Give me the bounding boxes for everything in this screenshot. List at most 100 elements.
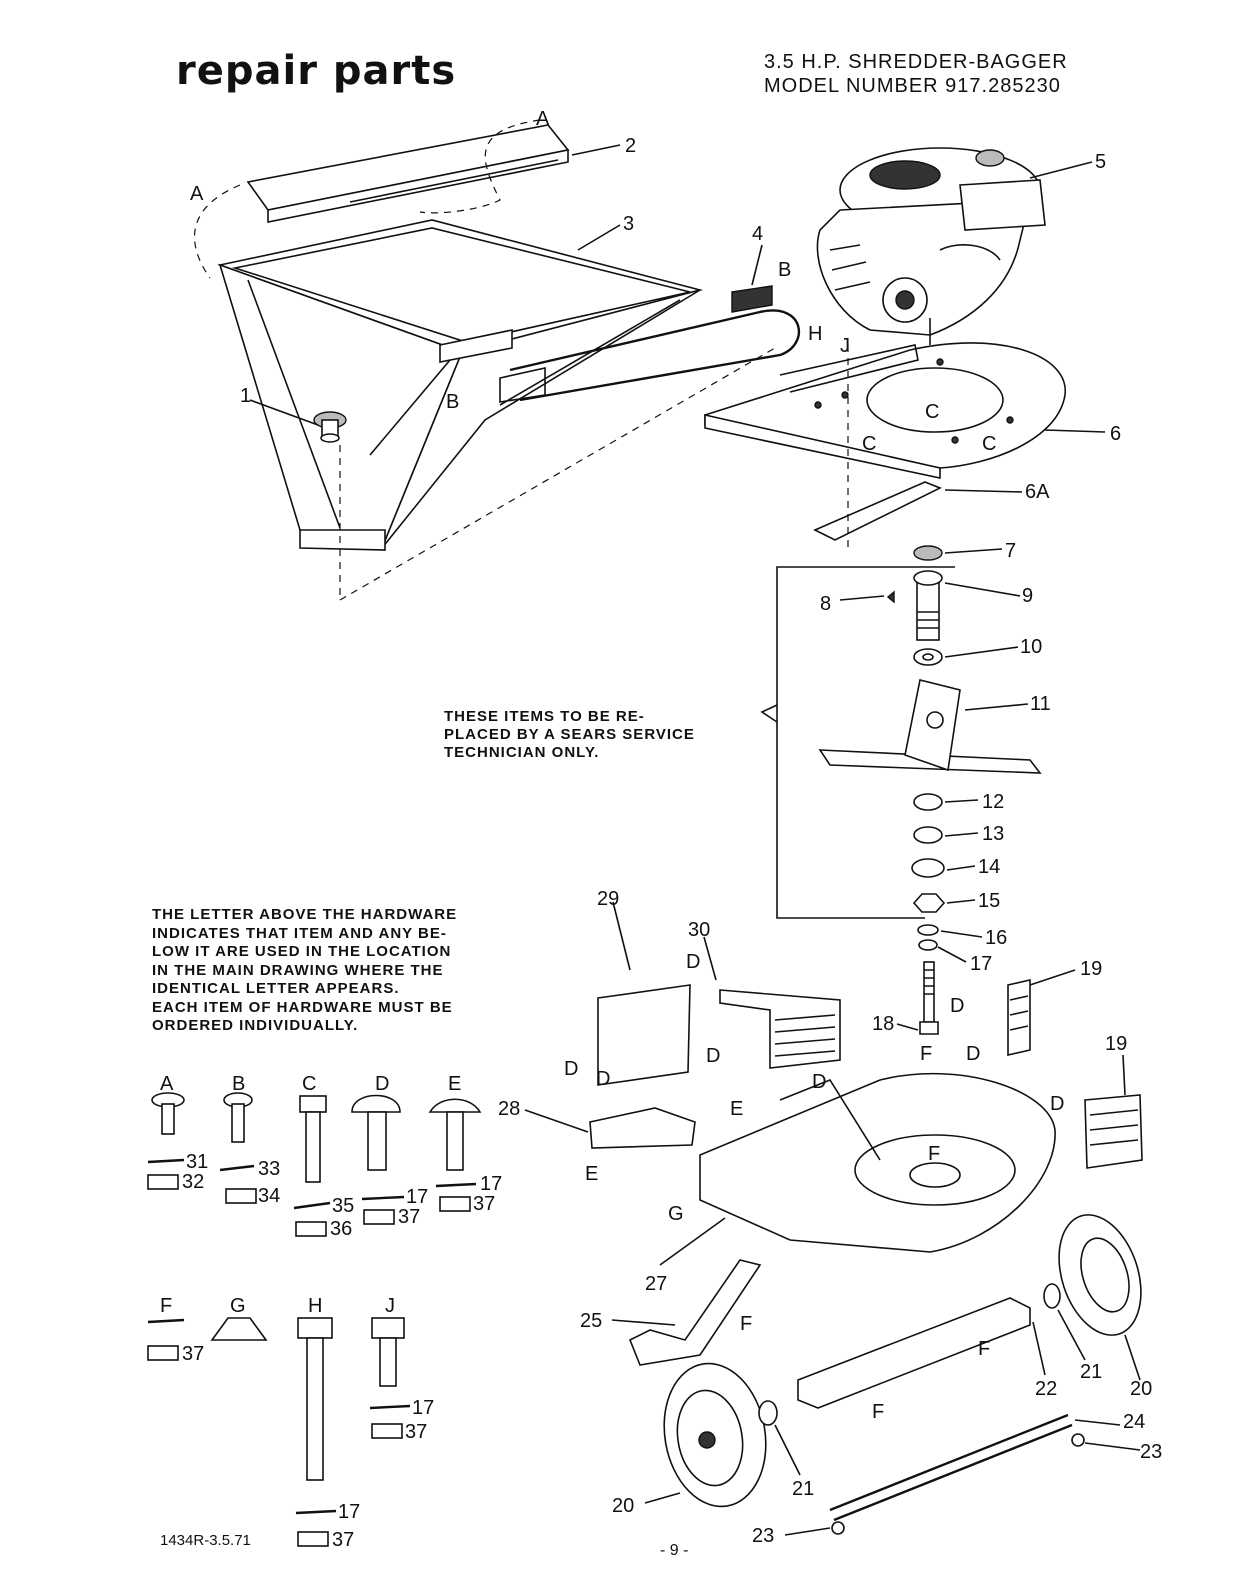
deflector-part-29 xyxy=(597,984,691,1086)
callout-6a: 6A xyxy=(1025,481,1050,503)
hardware-key-b: B xyxy=(232,1073,245,1095)
location-a: A xyxy=(190,183,204,205)
service-note-line: PLACED BY A SEARS SERVICE xyxy=(444,726,695,743)
hardware-part-17: 17 xyxy=(412,1397,434,1419)
hardware-key-g: G xyxy=(230,1295,246,1317)
letter-note-line: ORDERED INDIVIDUALLY. xyxy=(152,1017,359,1034)
hopper-frame-part-3 xyxy=(217,219,801,551)
callout-14: 14 xyxy=(978,856,1000,878)
part-13-washer xyxy=(913,826,943,844)
callout-9: 9 xyxy=(1022,585,1033,607)
callout-15: 15 xyxy=(978,890,1000,912)
hardware-lockwashers-and-nuts xyxy=(147,1158,477,1547)
location-e: E xyxy=(730,1098,743,1120)
hardware-part-37: 37 xyxy=(398,1206,420,1228)
hardware-key-j: J xyxy=(385,1295,395,1317)
chute-part-19 xyxy=(1007,978,1031,1057)
hardware-part-17: 17 xyxy=(338,1501,360,1523)
letter-note-line: IDENTICAL LETTER APPEARS. xyxy=(152,980,400,997)
hardware-key-c: C xyxy=(302,1073,316,1095)
model-number: MODEL NUMBER 917.285230 xyxy=(764,75,1061,97)
callout-13: 13 xyxy=(982,823,1004,845)
callout-23-front: 23 xyxy=(752,1525,774,1547)
hardware-h-long-bolt xyxy=(297,1317,333,1481)
callout-11: 11 xyxy=(1030,693,1051,715)
hardware-d-carriage-bolt xyxy=(351,1094,401,1171)
callout-21-rear: 21 xyxy=(1080,1361,1102,1383)
location-e: E xyxy=(585,1163,598,1185)
location-f: F xyxy=(740,1313,752,1335)
dashed-guide xyxy=(419,119,541,214)
axle-part-24 xyxy=(829,1413,1073,1522)
callout-4: 4 xyxy=(752,223,763,245)
location-f: F xyxy=(920,1043,932,1065)
washer-part-21-rear xyxy=(1043,1283,1061,1309)
location-b: B xyxy=(446,391,459,413)
hardware-c-bolt xyxy=(299,1095,327,1183)
bracket-part-4 xyxy=(731,285,773,313)
hardware-part-31: 31 xyxy=(186,1151,208,1173)
hardware-part-37: 37 xyxy=(405,1421,427,1443)
engine-part-5 xyxy=(816,147,1046,345)
mounting-plate-part-6 xyxy=(704,342,1066,479)
hardware-part-17: 17 xyxy=(406,1186,428,1208)
hardware-a-screw xyxy=(151,1092,185,1135)
letter-note-line: THE LETTER ABOVE THE HARDWARE xyxy=(152,906,458,923)
model-description: 3.5 H.P. SHREDDER-BAGGER xyxy=(764,51,1068,73)
service-note-line: TECHNICIAN ONLY. xyxy=(444,744,600,761)
chute-part-19b xyxy=(1084,1094,1143,1169)
hardware-key-h: H xyxy=(308,1295,322,1317)
callout-27: 27 xyxy=(645,1273,667,1295)
location-g: G xyxy=(668,1203,684,1225)
callout-7: 7 xyxy=(1005,540,1016,562)
part-14-washer xyxy=(911,858,945,878)
letter-note-line: IN THE MAIN DRAWING WHERE THE xyxy=(152,961,444,979)
callout-6: 6 xyxy=(1110,423,1121,445)
hardware-part-17: 17 xyxy=(480,1173,502,1195)
leader-lines xyxy=(249,144,1141,1536)
callout-30: 30 xyxy=(688,919,710,941)
location-d: D xyxy=(812,1071,826,1093)
hardware-g-wing-nut xyxy=(210,1317,268,1341)
wheel-part-20-rear xyxy=(1058,1214,1142,1336)
callout-2: 2 xyxy=(625,135,636,157)
callout-12: 12 xyxy=(982,791,1004,813)
letter-note-line: LOW IT ARE USED IN THE LOCATION xyxy=(152,943,452,960)
location-a: A xyxy=(536,108,550,130)
location-h: H xyxy=(808,323,822,345)
location-c: C xyxy=(862,433,876,455)
callout-24: 24 xyxy=(1123,1411,1145,1433)
callout-22: 22 xyxy=(1035,1378,1057,1400)
callout-18: 18 xyxy=(872,1013,894,1035)
callout-23-rear: 23 xyxy=(1140,1441,1162,1463)
washer-part-21-front xyxy=(758,1400,778,1426)
callout-20-front: 20 xyxy=(612,1495,634,1517)
hardware-key-f: F xyxy=(160,1295,172,1317)
location-d: D xyxy=(686,951,700,973)
hardware-key-d: D xyxy=(375,1073,389,1095)
location-f: F xyxy=(872,1401,884,1423)
location-d: D xyxy=(950,995,964,1017)
part-16-washer xyxy=(917,924,939,936)
location-d: D xyxy=(564,1058,578,1080)
location-c: C xyxy=(925,401,939,423)
service-note-line: THESE ITEMS TO BE RE- xyxy=(444,708,645,725)
callout-10: 10 xyxy=(1020,636,1042,658)
service-items-bracket xyxy=(776,566,955,919)
bracket-part-28 xyxy=(589,1107,696,1149)
hardware-e-screw xyxy=(428,1098,482,1171)
callout-17: 17 xyxy=(970,953,992,975)
callout-8: 8 xyxy=(820,593,831,615)
hardware-part-37: 37 xyxy=(182,1343,204,1365)
hardware-part-37: 37 xyxy=(332,1529,354,1551)
page-number: - 9 - xyxy=(660,1542,689,1559)
hardware-part-37: 37 xyxy=(473,1193,495,1215)
bracket-part-30 xyxy=(719,989,841,1069)
dashed-guide xyxy=(193,184,241,279)
callout-28: 28 xyxy=(498,1098,520,1120)
knob-part-1 xyxy=(313,411,347,443)
blade-hardware-stack xyxy=(818,545,1042,951)
service-items-brace xyxy=(760,704,778,723)
axle-bracket-part-22 xyxy=(797,1297,1031,1409)
